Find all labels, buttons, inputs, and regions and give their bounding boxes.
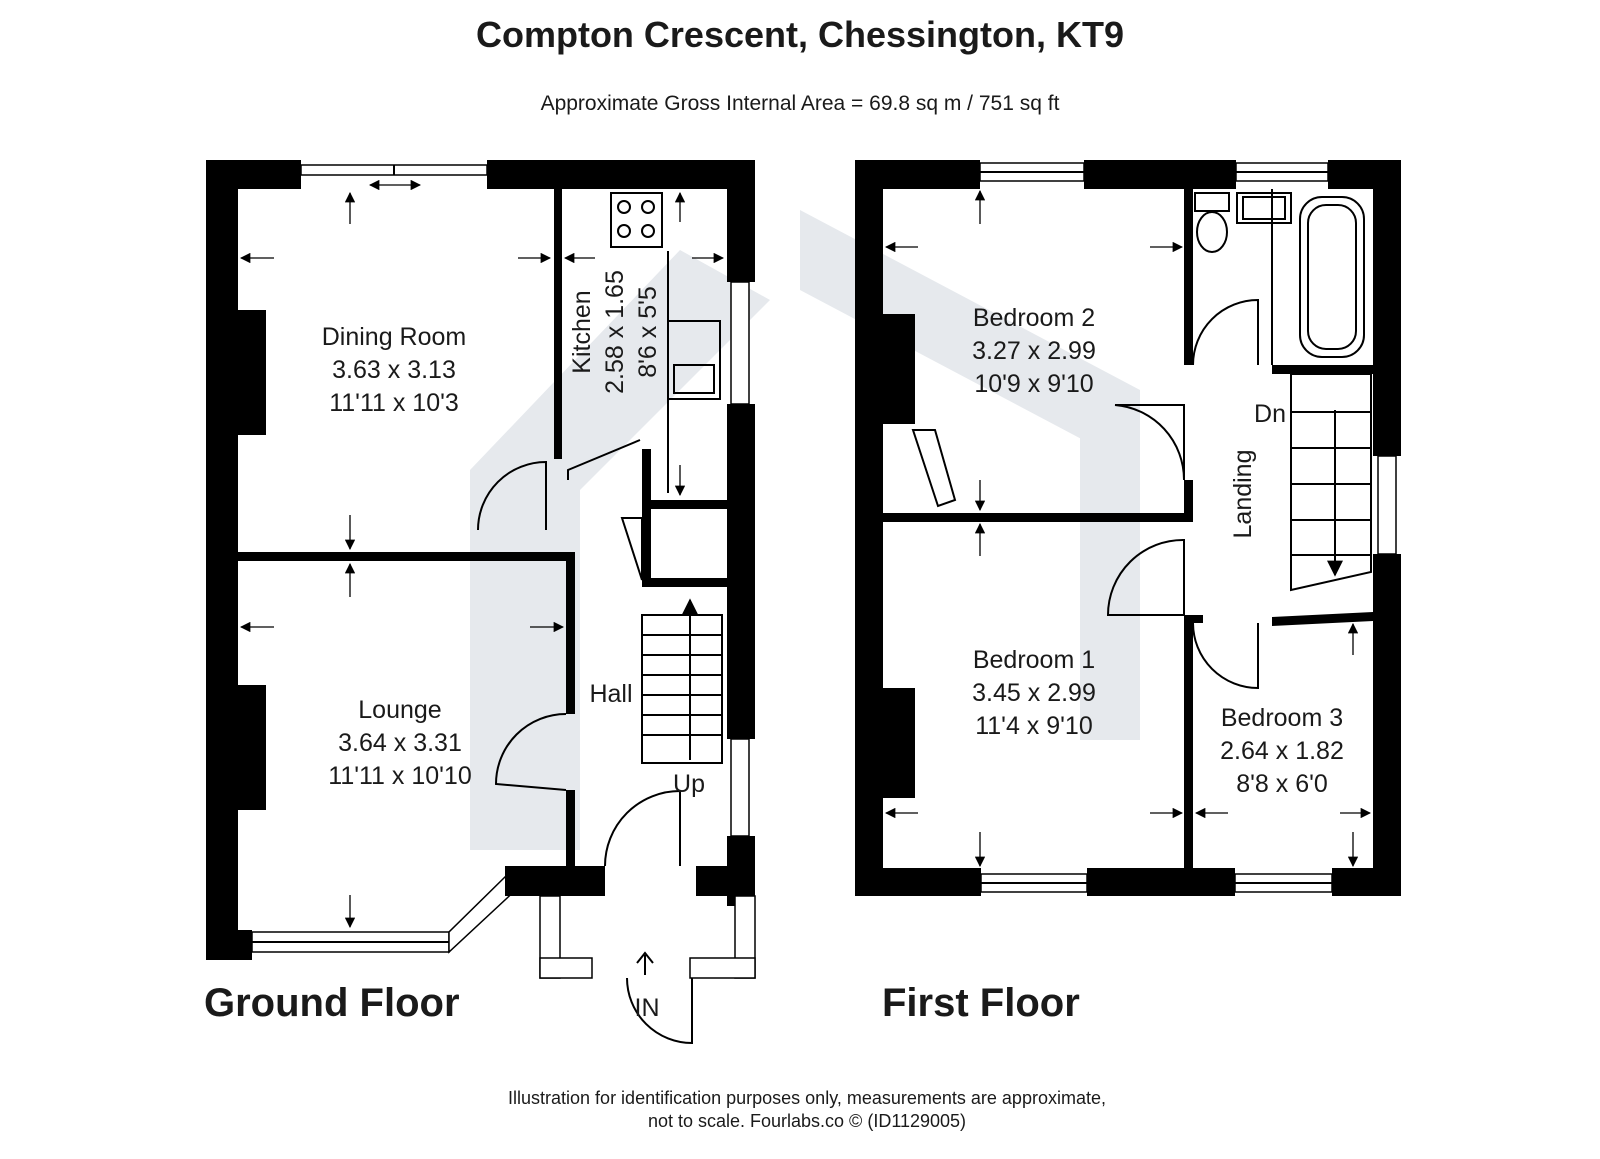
landing-label: Landing	[1229, 450, 1257, 539]
watermark-logo	[470, 210, 1140, 850]
disclaimer-line-1: Illustration for identification purposes…	[508, 1088, 1106, 1108]
stairs-down-label: Dn	[1254, 400, 1286, 428]
lounge-metric: 3.64 x 3.31	[338, 729, 462, 757]
dining-room-name: Dining Room	[322, 323, 467, 351]
first-floor-plan: Bedroom 2 3.27 x 2.99 10'9 x 9'10 Bedroo…	[855, 160, 1401, 1025]
first-floor-label: First Floor	[882, 981, 1080, 1025]
hall-label: Hall	[589, 680, 632, 708]
bedroom-3-imperial: 8'8 x 6'0	[1236, 770, 1328, 798]
dining-room-metric: 3.63 x 3.13	[332, 356, 456, 384]
dining-room-imperial: 11'11 x 10'3	[329, 389, 459, 417]
bedroom-2-imperial: 10'9 x 9'10	[974, 370, 1093, 398]
bedroom-1-imperial: 11'4 x 9'10	[975, 712, 1093, 740]
bedroom-3-metric: 2.64 x 1.82	[1220, 737, 1344, 765]
ground-floor-label: Ground Floor	[204, 981, 460, 1025]
bedroom-2-metric: 3.27 x 2.99	[972, 337, 1096, 365]
bedroom-2-name: Bedroom 2	[973, 304, 1095, 332]
stairs-up-label: Up	[673, 770, 705, 798]
kitchen-name: Kitchen	[568, 290, 596, 373]
lounge-imperial: 11'11 x 10'10	[328, 762, 471, 790]
kitchen-imperial: 8'6 x 5'5	[634, 286, 662, 378]
ground-floor-plan: Dining Room 3.63 x 3.13 11'11 x 10'3 Kit…	[204, 160, 756, 1045]
plan-title: Compton Crescent, Chessington, KT9	[476, 14, 1124, 55]
lounge-name: Lounge	[358, 696, 441, 724]
bedroom-1-name: Bedroom 1	[973, 646, 1095, 674]
area-subtitle: Approximate Gross Internal Area = 69.8 s…	[541, 92, 1060, 115]
entrance-label: IN	[635, 994, 660, 1022]
disclaimer-line-2: not to scale. Fourlabs.co © (ID1129005)	[648, 1111, 966, 1131]
bedroom-1-metric: 3.45 x 2.99	[972, 679, 1096, 707]
bedroom-3-name: Bedroom 3	[1221, 704, 1343, 732]
kitchen-metric: 2.58 x 1.65	[601, 270, 629, 394]
